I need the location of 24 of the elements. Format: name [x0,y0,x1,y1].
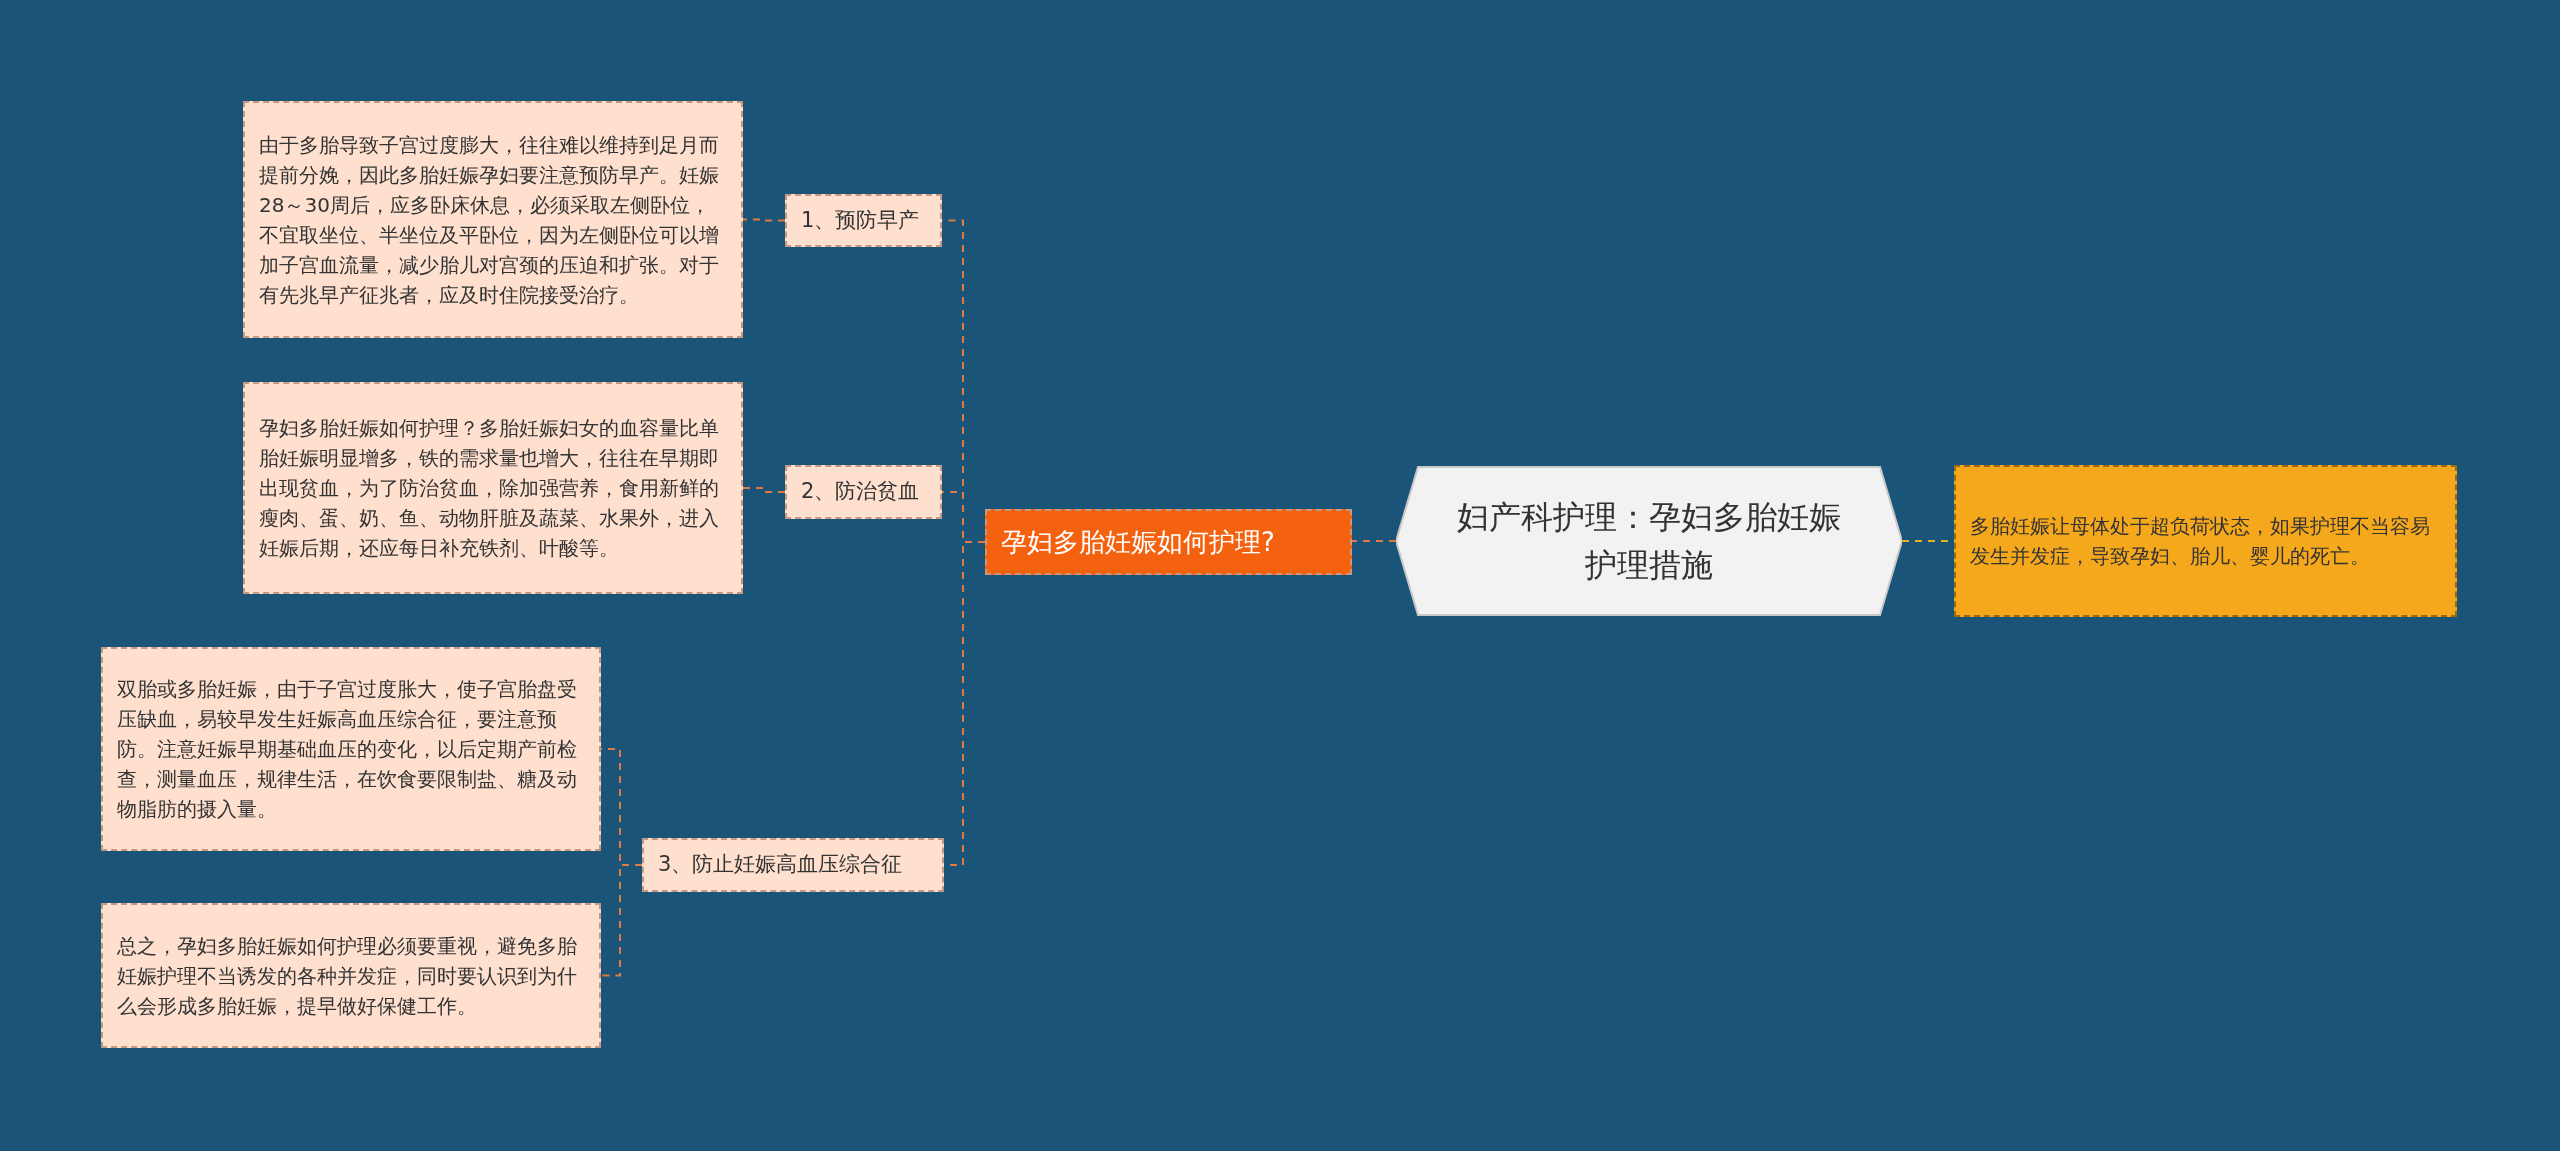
connector-line [600,864,643,977]
connector-line [742,218,786,222]
item-box [642,838,944,892]
subtopic-box [985,509,1352,575]
summary-box [1954,465,2457,617]
item-box [785,194,942,247]
connector-line [1351,540,1397,542]
node-text: 3、防止妊娠高血压综合征 [658,851,903,879]
node-text: 多胎妊娠让母体处于超负荷状态，如果护理不当容易发生并发症，导致孕妇、胎儿、婴儿的死亡。 [1970,513,2431,570]
node-text: 孕妇多胎妊娠如何护理？多胎妊娠妇女的血容量比单胎妊娠明显增多，铁的需求量也增大，往往在早期即出现贫血，为了防治贫血，除加强营养，食用新鲜的瘦肉、蛋、奶、鱼、动物肝脏及蔬菜、水果外，进入妊娠后期，还应每日补充铁剂、叶酸等。 [259,415,720,562]
node-text: 妇产科护理：孕妇多胎妊娠护理措施 [1456,497,1842,586]
node-text: 孕妇多胎妊娠如何护理? [1001,525,1275,559]
node-text: 由于多胎导致子宫过度膨大，往往难以维持到足月而提前分娩，因此多胎妊娠孕妇要注意预防早产。妊娠28～30周后，应多卧床休息，必须采取左侧卧位，不宜取坐位、半坐位及平卧位，因为左侧卧位可以增加子宫血流量，减少胎儿对宫颈的压迫和扩张。对于有先兆早产征兆者，应及时住院接受治疗。 [259,131,720,309]
node-text: 双胎或多胎妊娠，由于子宫过度胀大，使子宫胎盘受压缺血，易较早发生妊娠高血压综合征，要注意预防。注意妊娠早期基础血压的变化，以后定期产前检查，测量血压，规律生活，在饮食要限制盐、糖及动物脂肪的摄入量。 [117,676,578,823]
note-box [101,903,601,1048]
topic-hexagon [1396,465,1902,617]
node-text: 1、预防早产 [801,206,920,234]
connector-line [742,487,786,493]
note-box [243,101,743,338]
note-box [101,647,601,851]
note-box [243,382,743,594]
node-text: 总之，孕妇多胎妊娠如何护理必须要重视，避免多胎妊娠护理不当诱发的各种并发症，同时要认识到为什么会形成多胎妊娠，提早做好保健工作。 [117,932,578,1020]
node-text: 2、防治贫血 [801,478,920,506]
item-box [785,465,942,519]
